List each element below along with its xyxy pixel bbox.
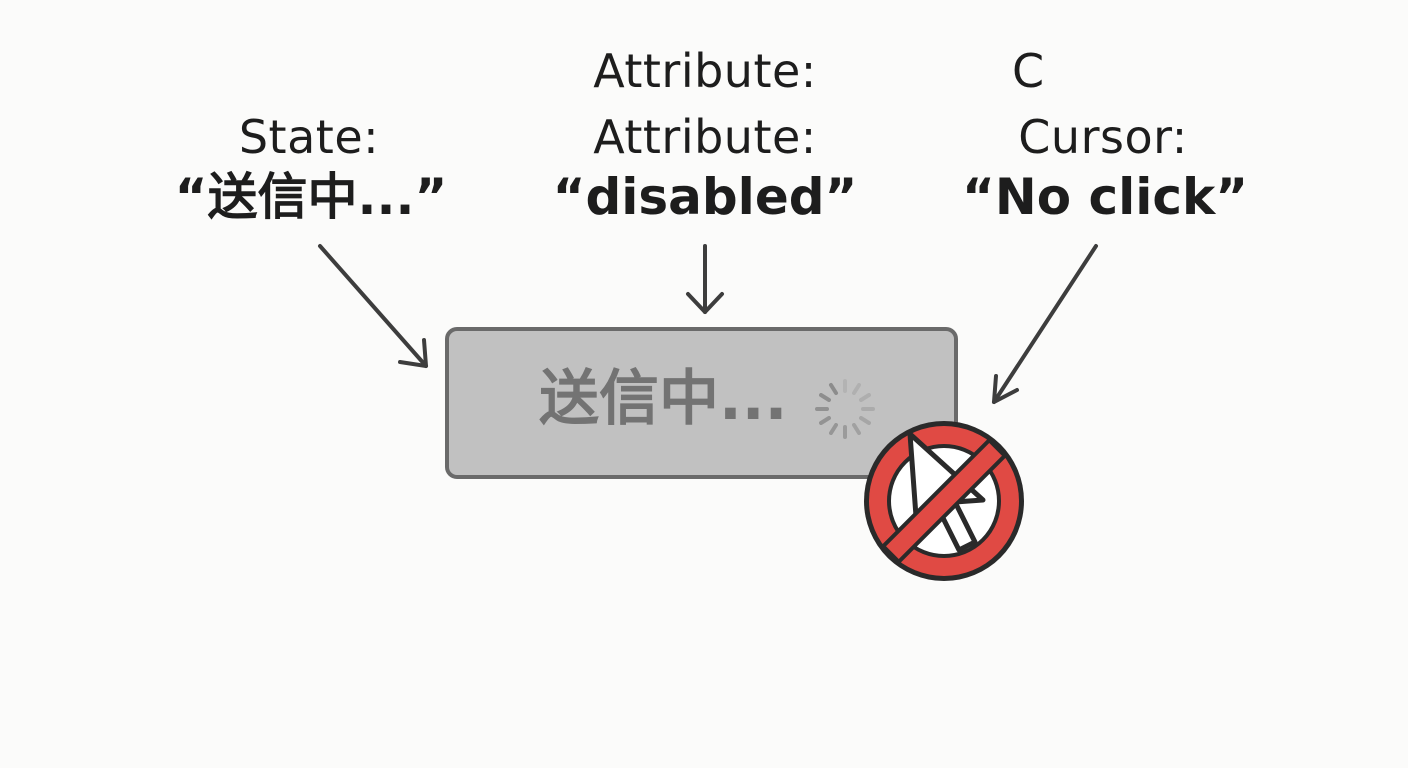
attribute-value: “disabled” (552, 168, 858, 226)
loading-spinner-icon (815, 379, 875, 439)
cursor-label: Cursor: (1018, 110, 1188, 164)
cursor-arrow (992, 244, 1098, 404)
button-label: 送信中... (539, 364, 788, 434)
submitting-button[interactable]: 送信中... (445, 327, 958, 479)
cursor-label-ghost: C (1012, 44, 1045, 98)
state-arrow (318, 244, 428, 368)
state-value: “送信中...” (174, 168, 448, 226)
state-label: State: (238, 110, 380, 164)
attribute-label: Attribute: (593, 110, 817, 164)
attribute-arrow (686, 244, 724, 314)
attribute-label-ghost: Attribute: (593, 44, 817, 98)
cursor-value: “No click” (962, 168, 1249, 226)
no-click-cursor-icon (864, 421, 1024, 581)
